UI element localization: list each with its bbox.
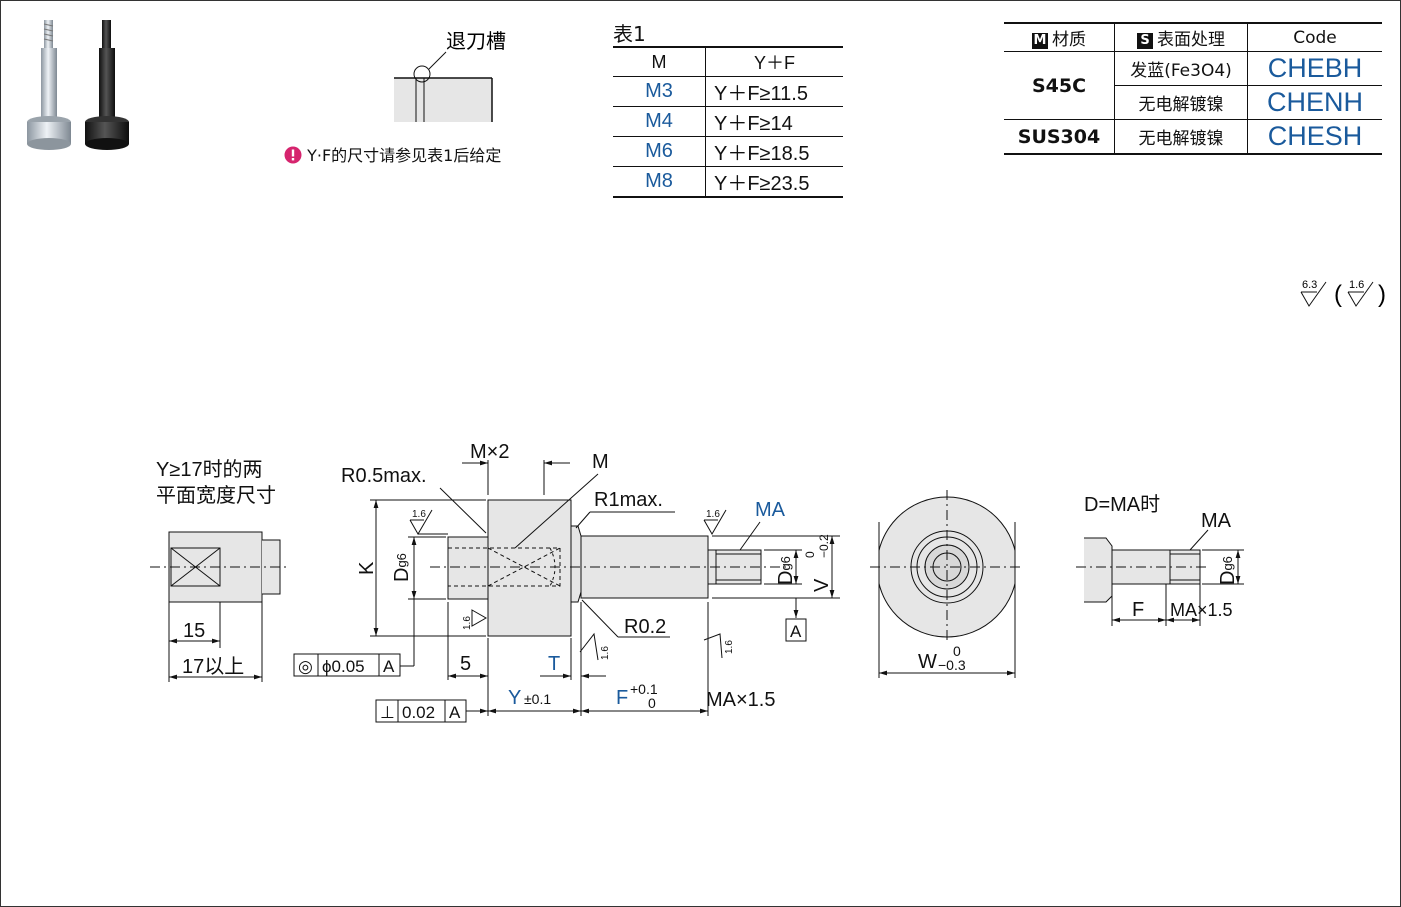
table1-cell-m: M6 — [613, 136, 706, 167]
w-tol-lower: −0.3 — [938, 657, 966, 673]
ma-x15-label-2: MA×1.5 — [1170, 600, 1233, 620]
material-badge-icon: M — [1032, 33, 1048, 49]
f-tol-lower: 0 — [648, 695, 656, 711]
datum-a-box: A — [790, 622, 802, 641]
r1-label: R1max. — [594, 489, 663, 511]
t-label: T — [548, 653, 560, 675]
svg-text:1.6: 1.6 — [462, 616, 473, 630]
y-label: Y — [508, 687, 521, 709]
surface-cell: 无电解镀镍 — [1114, 85, 1248, 120]
svg-text:): ) — [1378, 281, 1386, 308]
r02-label: R0.2 — [624, 616, 666, 638]
ma-label-2: MA — [1201, 510, 1232, 532]
concentricity-icon: ◎ — [298, 657, 313, 676]
svg-text:1.6: 1.6 — [1349, 279, 1364, 291]
v-tol-lower: −0.2 — [817, 534, 831, 558]
r05-label: R0.5max. — [341, 465, 427, 487]
width-note-line1: Y≥17时的两 — [156, 458, 263, 481]
table1-cell-m: M4 — [613, 106, 706, 137]
groove-label: 退刀槽 — [446, 30, 506, 53]
material-cell: S45C — [1004, 51, 1115, 120]
table-row: S45C 发蓝(Fe3O4) CHEBH — [1004, 51, 1382, 120]
ma-label: MA — [755, 499, 786, 521]
perpendicularity-datum: A — [449, 703, 461, 722]
d-g6-label: Dg6 — [391, 553, 413, 582]
svg-text:1.6: 1.6 — [706, 509, 720, 520]
note-text: Y·F的尺寸请参见表1后给定 — [307, 146, 502, 165]
perpendicularity-value: 0.02 — [402, 703, 435, 722]
d-g6-label-right: Dg6 — [775, 556, 797, 585]
table1-header-m: M — [613, 46, 706, 77]
table-row: 无电解镀镍 CHENH — [1004, 85, 1382, 120]
shaft-end-view — [870, 490, 1024, 678]
m-label: M — [592, 451, 609, 473]
code-header: Code — [1247, 22, 1382, 52]
svg-text:6.3: 6.3 — [1302, 279, 1317, 291]
roughness-general: 6.3 ( 1.6 ) — [1300, 279, 1386, 308]
flat-width-view — [150, 531, 290, 682]
code-cell: CHEBH — [1247, 51, 1382, 86]
d-equals-ma-view — [1076, 529, 1244, 626]
f-label-2: F — [1132, 599, 1144, 621]
svg-text:1.6: 1.6 — [724, 640, 735, 654]
roughness-mark: 1.6 1.6 1.6 1.6 1.6 — [409, 509, 735, 661]
y-tolerance: ±0.1 — [524, 691, 551, 707]
table-row: SUS304 无电解镀镍 CHESH — [1004, 119, 1382, 155]
v-label: V — [811, 578, 833, 592]
table1-header-yf: Y＋F — [705, 46, 843, 77]
perpendicularity-icon: ⊥ — [380, 703, 395, 722]
v-tol-upper: 0 — [803, 551, 817, 558]
table1-title: 表1 — [613, 22, 646, 46]
product-photo — [27, 20, 129, 150]
svg-text:(: ( — [1334, 281, 1342, 308]
groove-detail: 退刀槽 — [394, 30, 506, 122]
note-line: Y·F的尺寸请参见表1后给定 — [284, 142, 501, 166]
code-cell: CHESH — [1247, 119, 1382, 155]
table1-cell-m: M3 — [613, 76, 706, 107]
shaft-main-view — [430, 499, 790, 637]
dim-15: 15 — [183, 620, 205, 642]
technical-drawing: Y≥17时的两 平面宽度尺寸 15 17以上 R0.5max. M×2 M R1… — [150, 441, 1244, 723]
f-label: F — [616, 687, 628, 709]
warning-icon — [284, 146, 302, 164]
w-tol-upper: 0 — [953, 643, 961, 659]
dim-17: 17以上 — [182, 655, 244, 678]
code-cell: CHENH — [1247, 85, 1382, 120]
k-label: K — [356, 561, 378, 575]
table1-cell-m: M8 — [613, 166, 706, 198]
concentricity-value: ϕ0.05 — [322, 657, 365, 676]
d-g6-label-2: Dg6 — [1217, 556, 1239, 585]
width-note-line2: 平面宽度尺寸 — [156, 484, 276, 507]
surface-cell: 发蓝(Fe3O4) — [1114, 51, 1248, 86]
concentricity-datum: A — [383, 657, 395, 676]
table1-cell-yf: Y＋F≥23.5 — [705, 166, 843, 198]
material-cell: SUS304 — [1004, 119, 1115, 155]
svg-text:1.6: 1.6 — [412, 509, 426, 520]
ma-x15-label: MA×1.5 — [706, 689, 775, 711]
svg-text:1.6: 1.6 — [600, 646, 611, 660]
dim-5: 5 — [460, 653, 471, 675]
table1-cell-yf: Y＋F≥11.5 — [705, 76, 843, 107]
w-label: W — [918, 651, 937, 673]
table1-cell-yf: Y＋F≥18.5 — [705, 136, 843, 167]
surface-badge-icon: S — [1137, 33, 1153, 49]
d-eq-ma-label: D=MA时 — [1084, 493, 1160, 516]
surface-cell: 无电解镀镍 — [1114, 119, 1248, 155]
mx2-label: M×2 — [470, 441, 509, 463]
table1-cell-yf: Y＋F≥14 — [705, 106, 843, 137]
f-tol-upper: +0.1 — [630, 681, 658, 697]
